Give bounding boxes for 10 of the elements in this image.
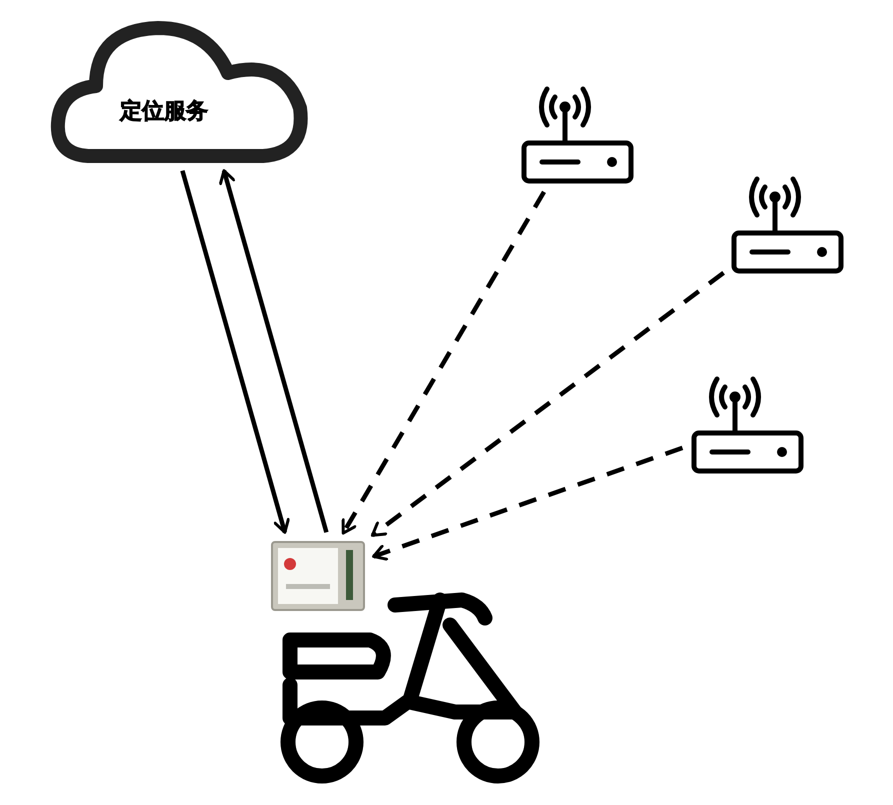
arrow bbox=[370, 270, 725, 538]
arrow bbox=[341, 190, 546, 535]
router-icon bbox=[730, 175, 845, 275]
cloud-label: 定位服务 bbox=[120, 98, 208, 126]
router-icon bbox=[690, 375, 805, 475]
arrow bbox=[180, 170, 290, 534]
router-icon bbox=[520, 85, 635, 185]
arrow bbox=[372, 446, 684, 561]
picture bbox=[270, 540, 366, 612]
arrow bbox=[219, 169, 329, 533]
